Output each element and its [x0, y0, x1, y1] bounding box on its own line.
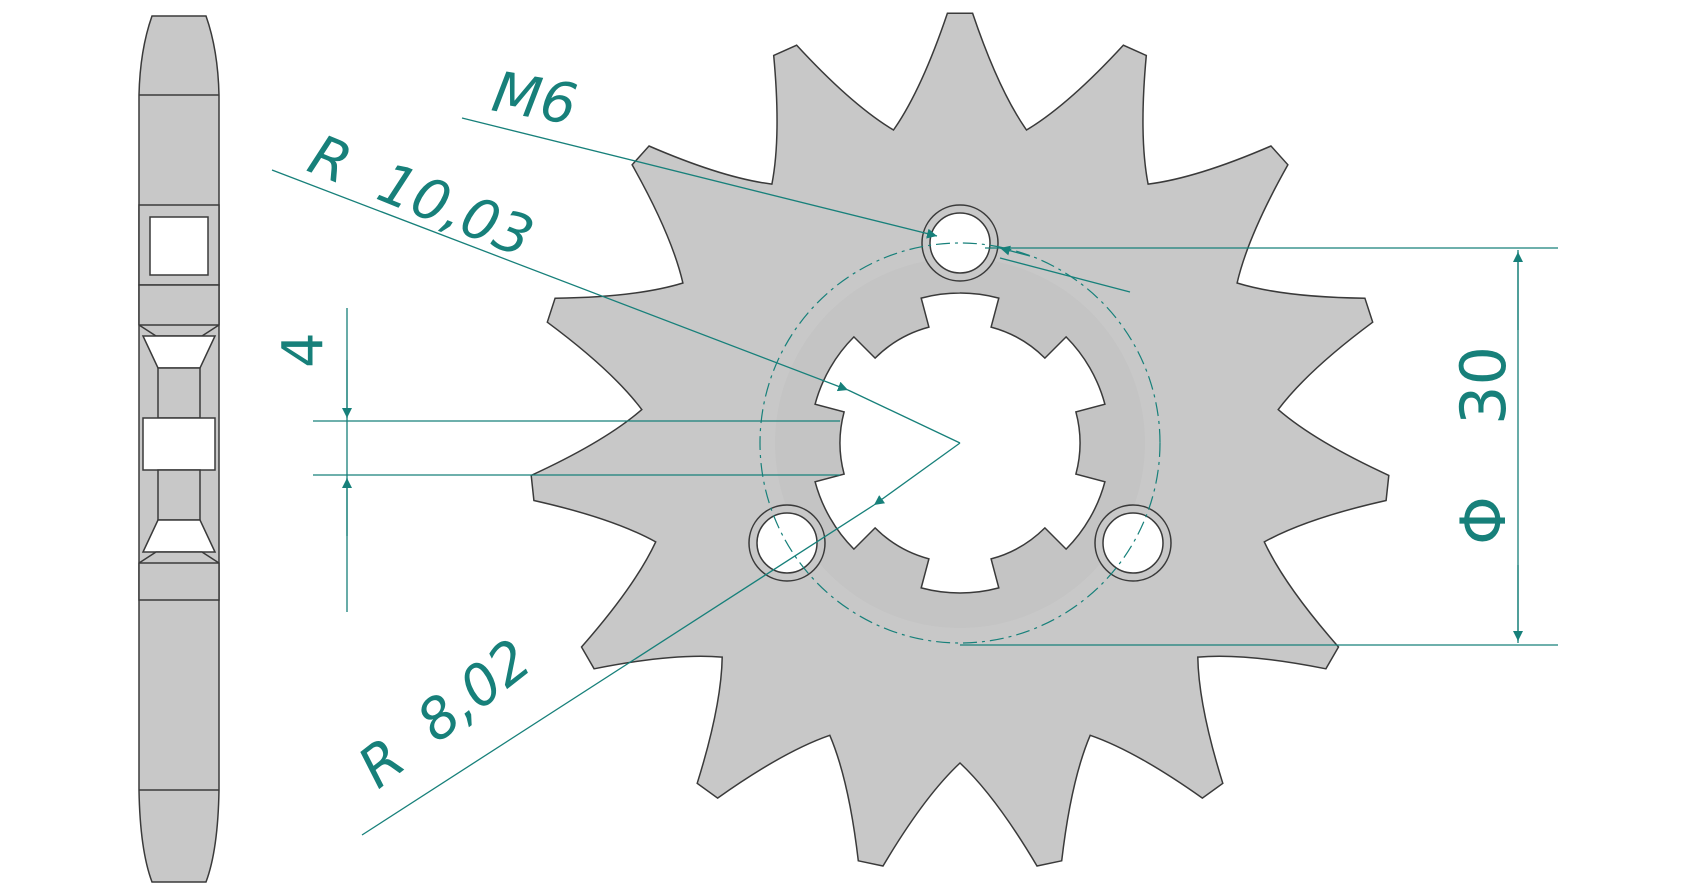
r1003-leader: [271, 169, 849, 392]
radius-inner-label: R 8,02: [347, 627, 544, 801]
sprocket-front-view: [530, 12, 1390, 867]
bolt-hole-top: [921, 204, 999, 282]
bolt-circle-centerline: [759, 242, 1161, 644]
bolt-hole-right: [1094, 504, 1172, 582]
side-lower-chamfer: [138, 551, 220, 601]
bolt-circle-label: 30: [1447, 346, 1520, 425]
sprocket-side-profile: [138, 15, 220, 883]
diameter-symbol: Φ: [1447, 496, 1520, 545]
r802-leader: [361, 504, 875, 836]
spline-width-label: 4: [271, 332, 336, 368]
m6-leader: [461, 117, 938, 239]
side-upper-chamfer: [138, 284, 220, 337]
radius-outer-label: R 10,03: [300, 123, 542, 271]
m6-label: M6: [488, 60, 582, 139]
side-spline-lower: [141, 519, 217, 553]
side-bore-band: [142, 417, 216, 471]
dimension-lines: [271, 117, 1558, 836]
